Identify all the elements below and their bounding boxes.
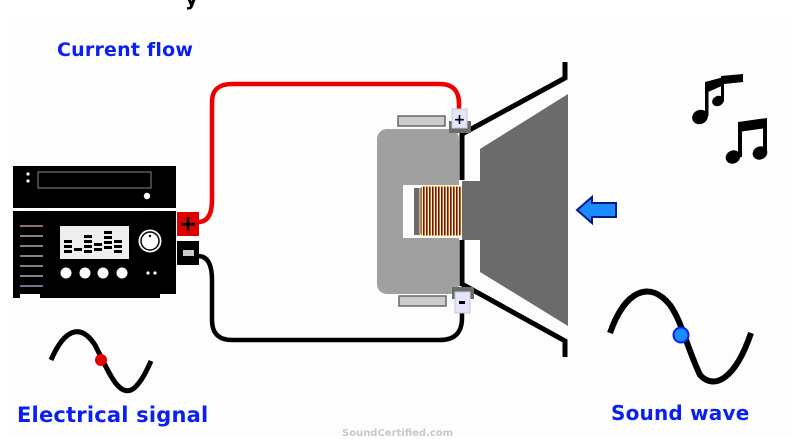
title-fragment: y xyxy=(185,0,198,10)
speaker-positive-symbol: + xyxy=(454,112,466,128)
amp-positive-terminal xyxy=(177,212,199,236)
music-notes-icon xyxy=(692,74,768,164)
electrical-signal-wave xyxy=(48,329,154,394)
positive-wire xyxy=(197,81,462,225)
speaker-positive-terminal xyxy=(451,108,468,129)
current-flow-label: Current flow xyxy=(57,39,194,61)
stereo-amplifier-icon xyxy=(13,166,176,300)
electrical-signal-label: Electrical signal xyxy=(17,403,209,427)
electrical-signal-marker xyxy=(95,354,107,366)
magnet-plate-top xyxy=(397,115,446,127)
voice-coil xyxy=(419,185,463,237)
speaker-cone xyxy=(462,94,568,326)
pole-piece xyxy=(414,188,422,235)
speaker-frame xyxy=(459,62,568,357)
amp-positive-symbol: + xyxy=(179,212,197,237)
sound-wave-marker xyxy=(672,326,690,344)
negative-wire xyxy=(197,253,465,343)
sound-wave-label: Sound wave xyxy=(611,401,750,425)
magnet-plate-bottom xyxy=(398,295,447,307)
watermark: SoundCertified.com xyxy=(342,428,454,439)
arrow-left-icon xyxy=(575,194,617,226)
